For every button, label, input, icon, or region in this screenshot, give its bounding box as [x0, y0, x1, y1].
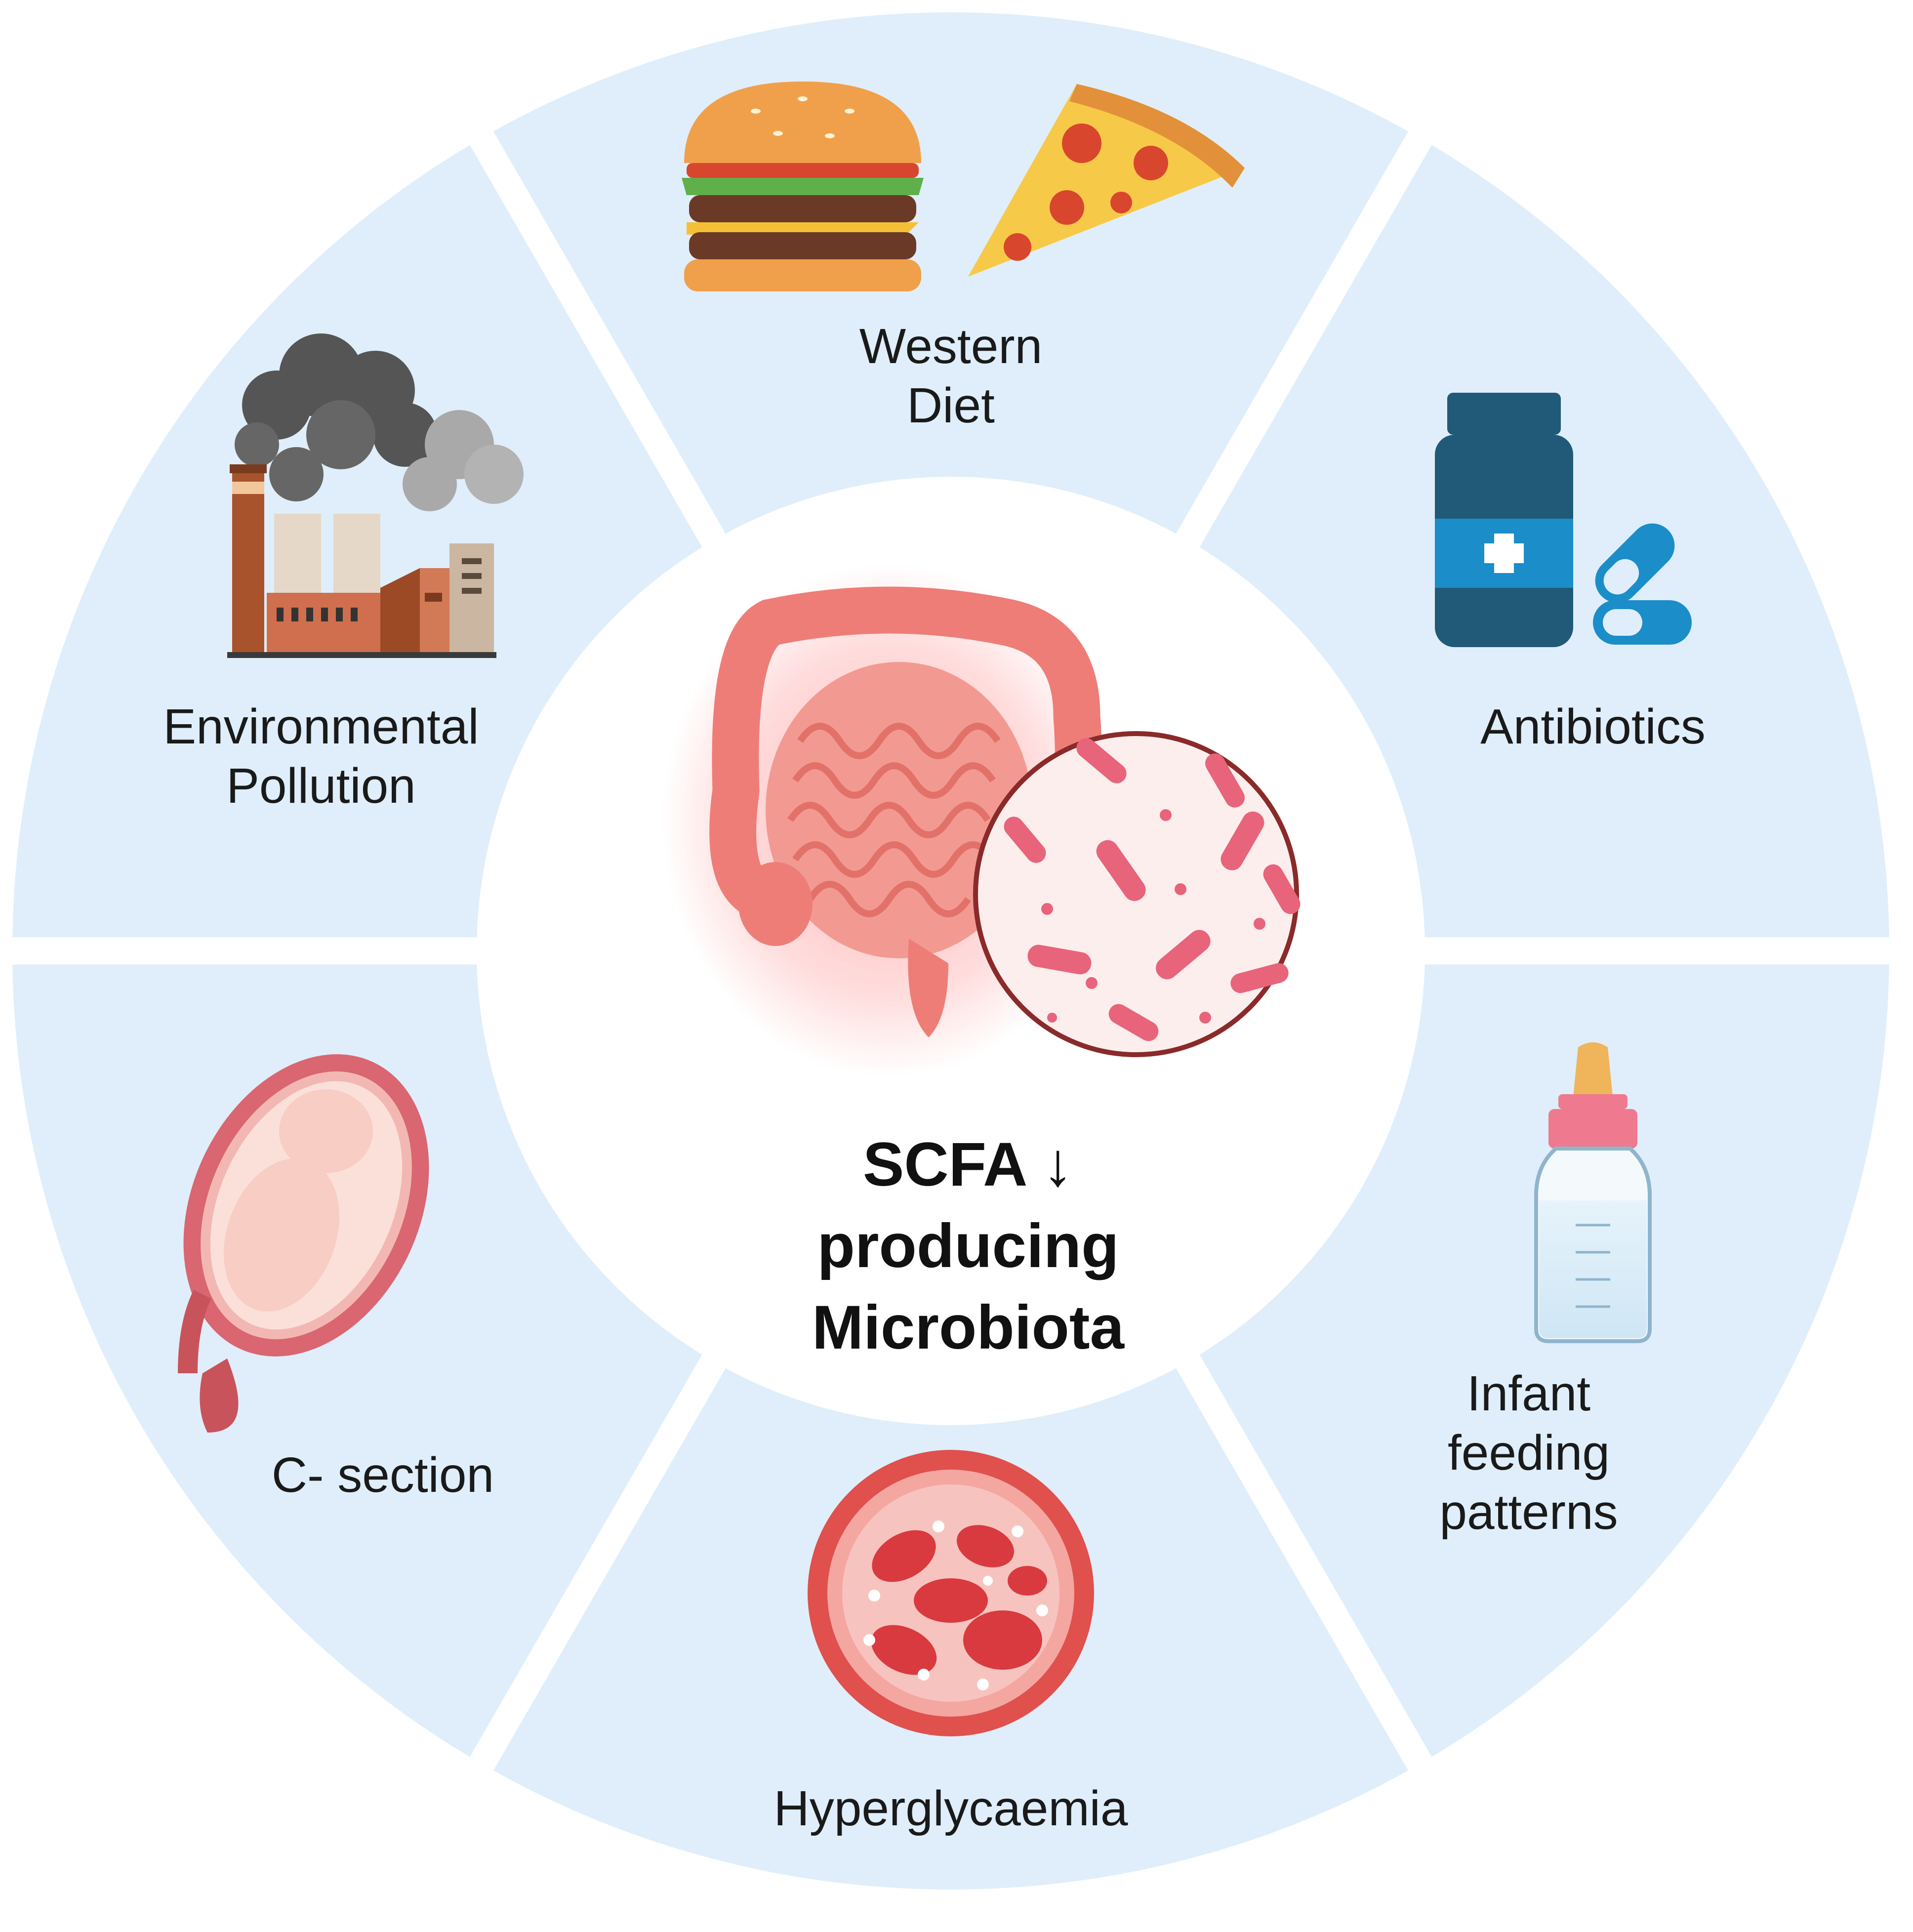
factor-ring	[12, 12, 1889, 1890]
label-c-section: C- section	[272, 1447, 494, 1503]
label-hyperglycaemia: Hyperglycaemia	[774, 1781, 1128, 1836]
factory-icon	[227, 333, 524, 658]
blood-vessel-icon	[808, 1450, 1094, 1736]
fetus-uterus-icon	[178, 1054, 429, 1433]
segment-c-section	[12, 964, 702, 1757]
medicine-bottle-icon	[1435, 393, 1692, 647]
bacteria-magnifier-icon	[973, 731, 1301, 1057]
label-antibiotics: Antibiotics	[1480, 699, 1706, 754]
baby-bottle-icon	[1534, 1042, 1652, 1343]
segment-infant-feeding	[1199, 964, 1889, 1757]
burger-pizza-icon	[682, 82, 1245, 291]
